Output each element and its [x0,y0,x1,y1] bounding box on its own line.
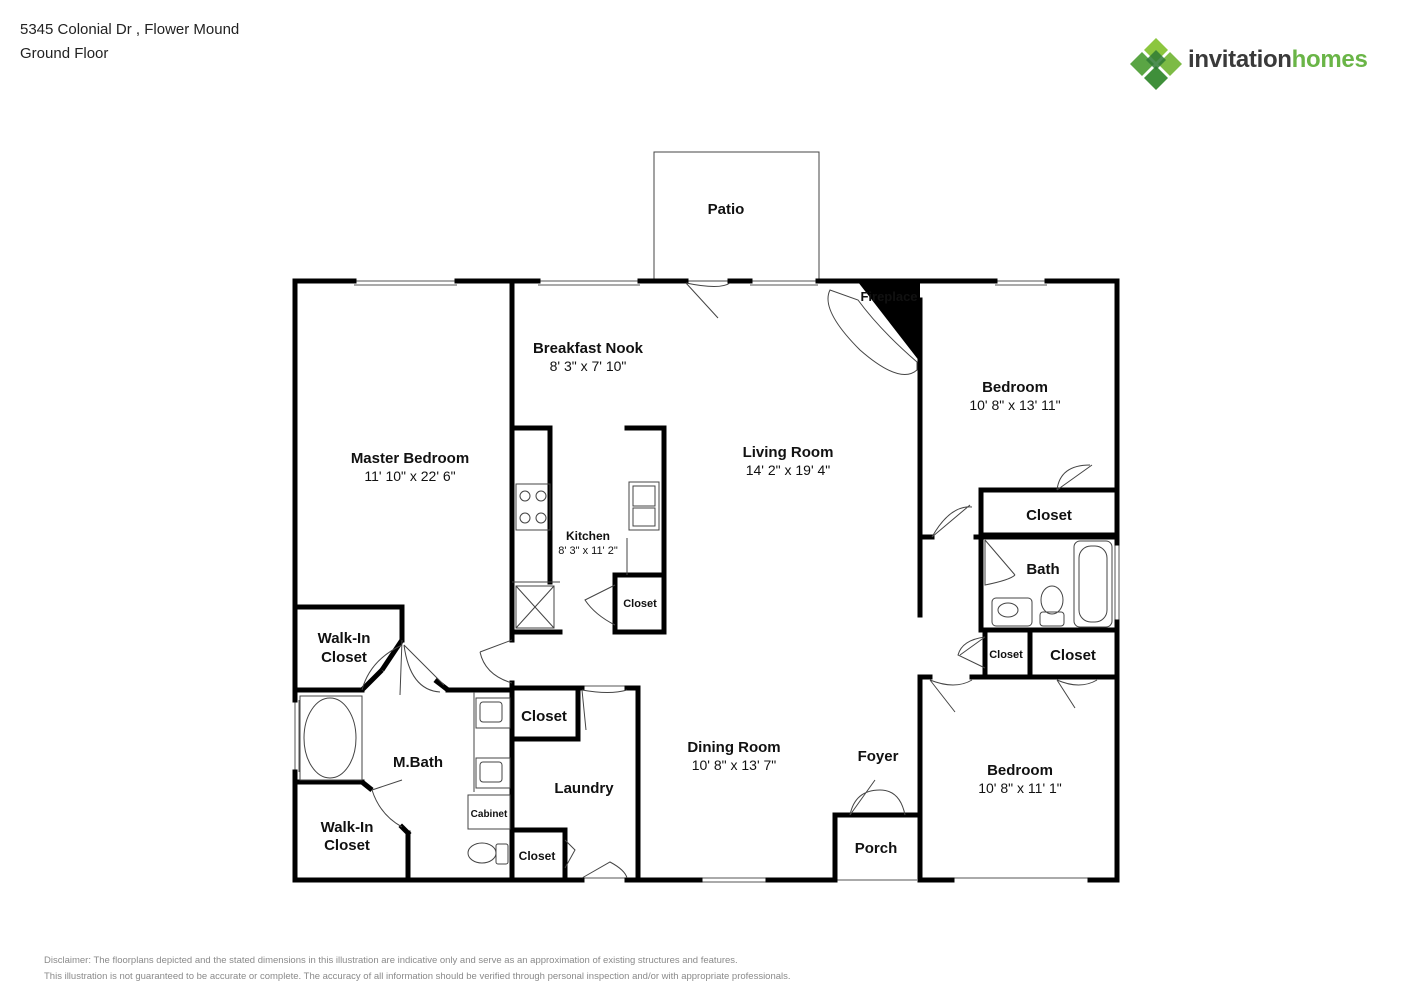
room-label-living-room: Living Room [743,444,834,461]
master-toilet-icon [467,842,497,864]
stove-icon [515,483,551,531]
fridge-icon [515,585,555,629]
room-label-kitchen: Kitchen [566,529,610,543]
room-dims-breakfast-nook: 8' 3" x 7' 10" [550,358,627,374]
room-dims-kitchen: 8' 3" x 11' 2" [558,545,618,557]
diamond-cluster-icon [1130,38,1182,90]
floor-label: Ground Floor [20,45,109,62]
room-label-walkin-closet-bottom-2: Closet [324,837,370,854]
room-label-laundry-closet-bottom: Closet [519,849,556,863]
room-label-kitchen-closet: Closet [623,598,657,610]
kitchen-sink-icon [628,481,660,531]
disclaimer-line-2: This illustration is not guaranteed to b… [44,971,791,982]
room-label-breakfast-nook: Breakfast Nook [533,340,644,357]
disclaimer-line-1: Disclaimer: The floorplans depicted and … [44,955,738,966]
master-tub-icon [303,697,357,779]
room-label-hall-closet-small: Closet [989,649,1023,661]
invitation-homes-logo: invitationhomes [1128,36,1388,92]
room-label-walkin-closet-top-2: Closet [321,649,367,666]
room-label-bedroom-2: Bedroom [987,762,1053,779]
cabinet-outline [467,794,511,830]
room-dims-master-bedroom: 11' 10" x 22' 6" [364,468,455,484]
fixtures [299,481,1113,865]
stove-burner-icon [535,512,547,524]
bath-sink-icon [991,597,1033,627]
vanity-sink-icon [475,697,511,729]
room-label-bath: Bath [1026,561,1059,578]
toilet-icon [1040,585,1064,615]
room-label-hall-closet: Closet [1050,647,1096,664]
windows [294,280,1120,883]
logo-wordmark: invitationhomes [1188,46,1368,74]
room-label-walkin-closet-bottom-1: Walk-In [321,819,374,836]
room-label-dining-room: Dining Room [687,739,780,756]
room-label-master-bedroom: Master Bedroom [351,450,469,467]
room-label-walkin-closet-top-1: Walk-In [318,630,371,647]
vanity-sink-icon [475,757,511,789]
room-dims-dining-room: 10' 8" x 13' 7" [692,757,777,773]
room-label-bedroom-1: Bedroom [982,379,1048,396]
room-label-master-bath: M.Bath [393,754,443,771]
room-label-laundry-closet-top: Closet [521,708,567,725]
stove-burner-icon [519,512,531,524]
room-dims-living-room: 14' 2" x 19' 4" [746,462,831,478]
room-label-porch: Porch [855,840,898,857]
logo-word-2: homes [1291,46,1368,73]
walls [292,278,1120,883]
bathtub-icon [1073,540,1113,628]
room-dims-bedroom-1: 10' 8" x 13' 11" [969,397,1060,413]
fireplace-icon [858,282,920,362]
master-bath-walls [360,638,450,792]
room-label-closet-bedroom-1: Closet [1026,507,1072,524]
stove-burner-icon [519,490,531,502]
room-label-laundry: Laundry [554,780,614,797]
room-label-fireplace: Fireplace [860,289,917,304]
property-address: 5345 Colonial Dr , Flower Mound [20,21,240,38]
room-label-foyer: Foyer [858,748,899,765]
room-dims-bedroom-2: 10' 8" x 11' 1" [978,780,1062,796]
room-label-cabinet: Cabinet [471,809,508,820]
door-swings [361,282,1098,879]
stove-burner-icon [535,490,547,502]
logo-word-1: invitation [1188,46,1292,73]
room-label-patio: Patio [708,201,745,218]
